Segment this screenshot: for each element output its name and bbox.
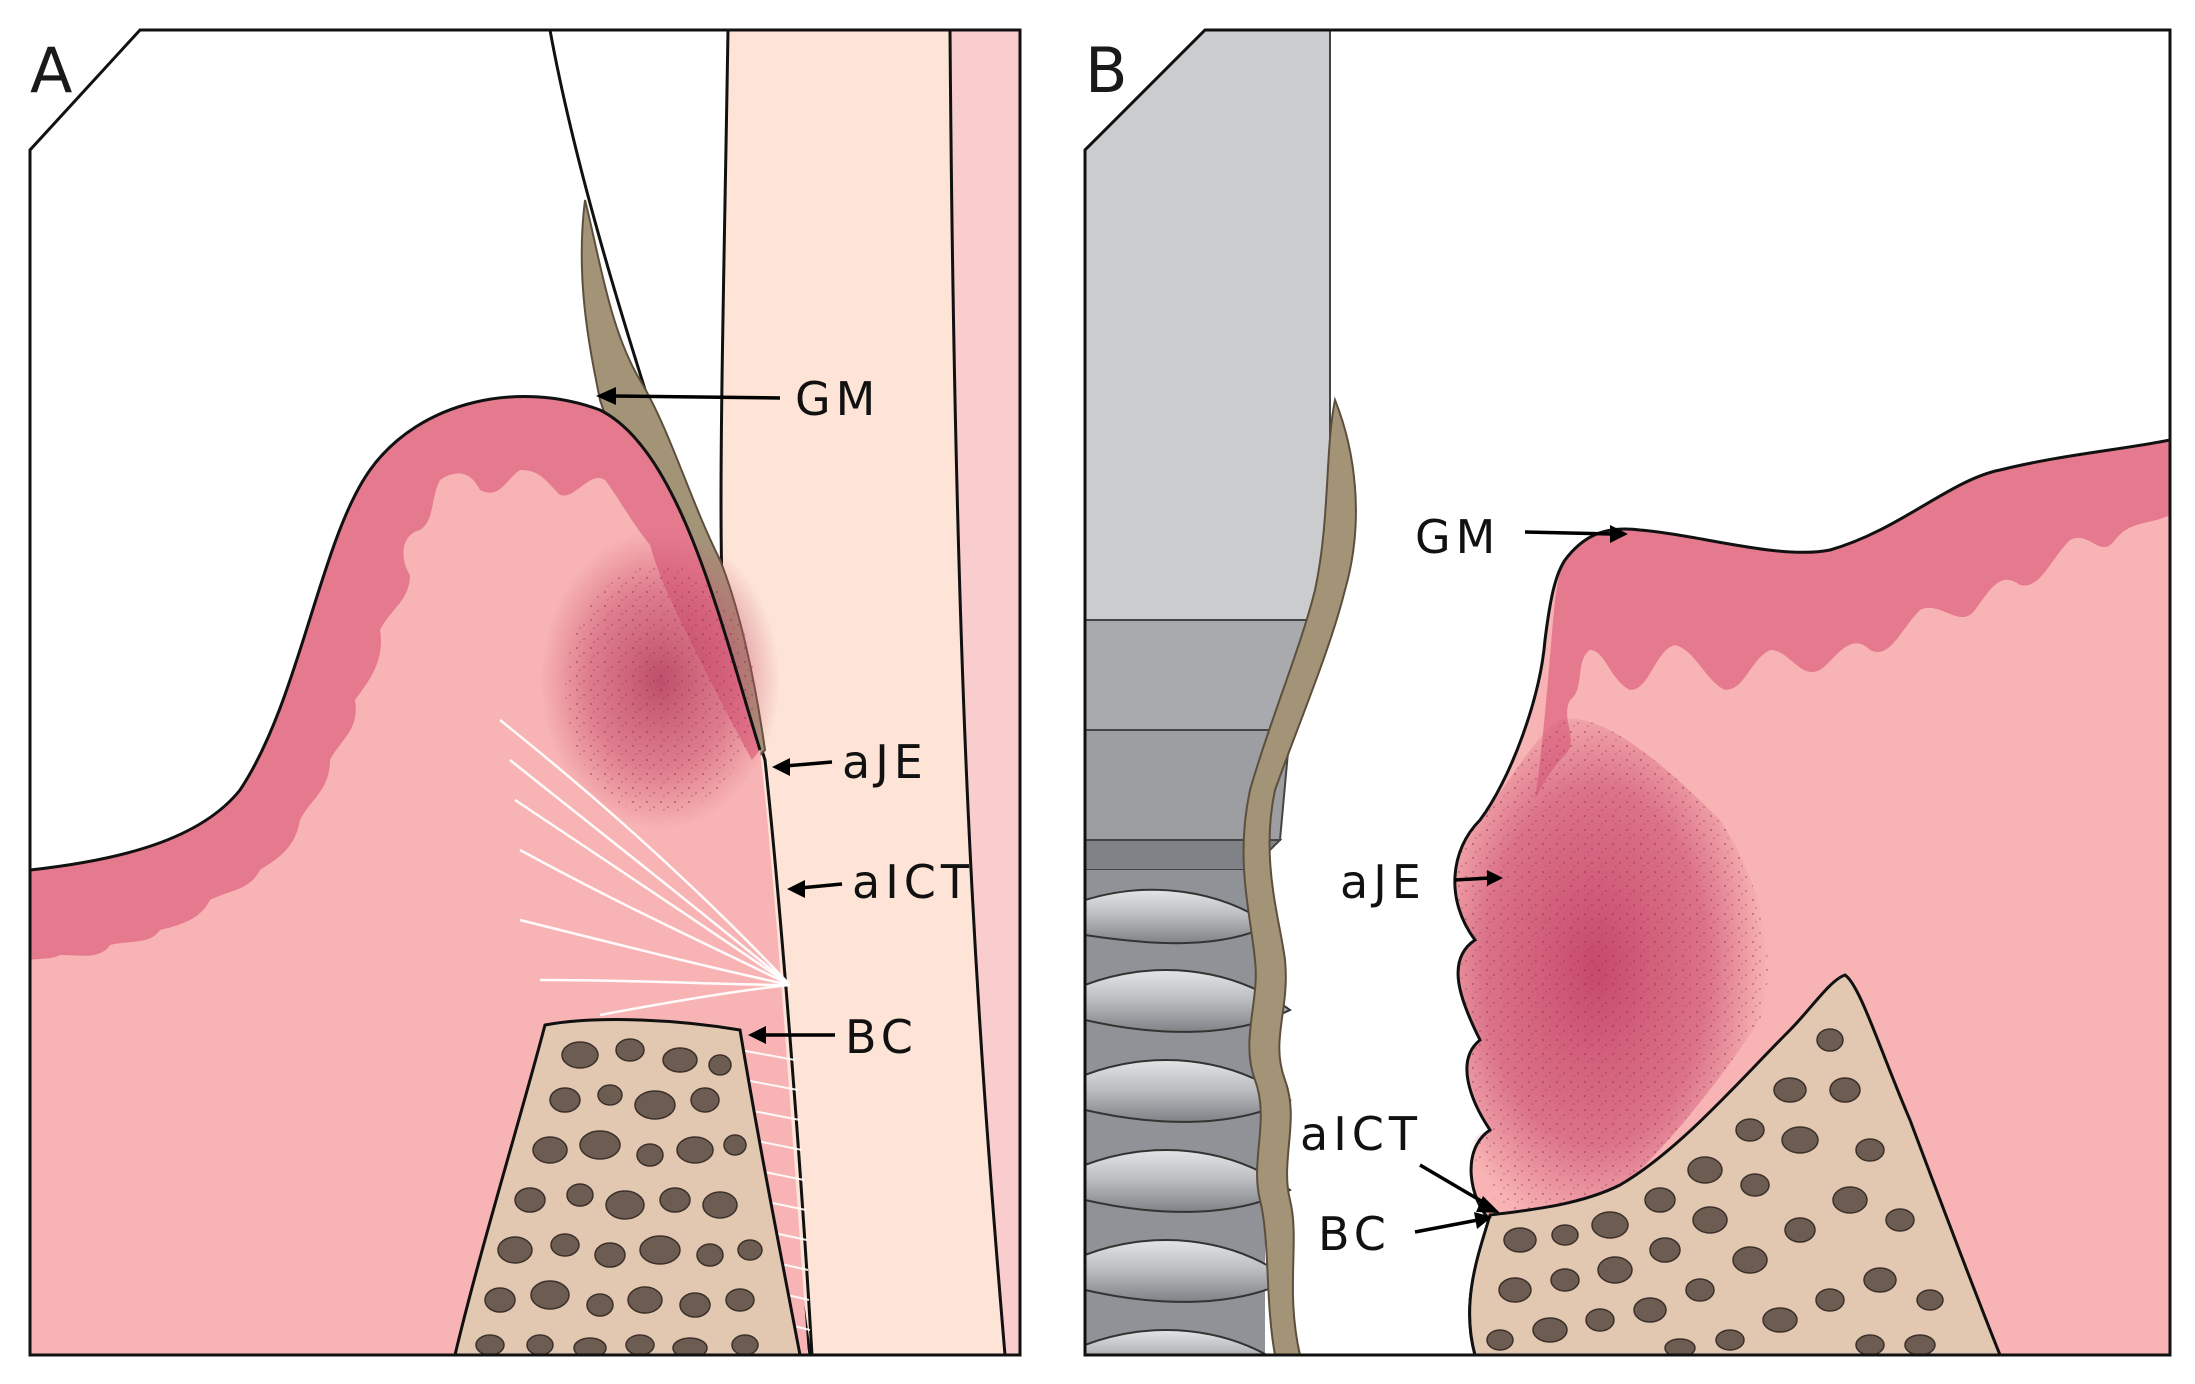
panel-a [30, 30, 1020, 1358]
aje-label-a: aJE [842, 735, 928, 789]
aje-label-b: aJE [1340, 855, 1426, 909]
gm-label-b: GM [1415, 510, 1500, 564]
panel-a-letter: A [30, 34, 72, 107]
aict-label-a: aICT [852, 855, 974, 909]
bc-label-a: BC [845, 1010, 918, 1064]
panel-b-letter: B [1085, 34, 1128, 107]
gm-label-a: GM [795, 372, 880, 426]
bc-label-b: BC [1318, 1207, 1391, 1261]
panel-b [1085, 30, 2170, 1370]
implant-abutment [1085, 30, 1330, 630]
aict-label-b: aICT [1300, 1107, 1422, 1161]
